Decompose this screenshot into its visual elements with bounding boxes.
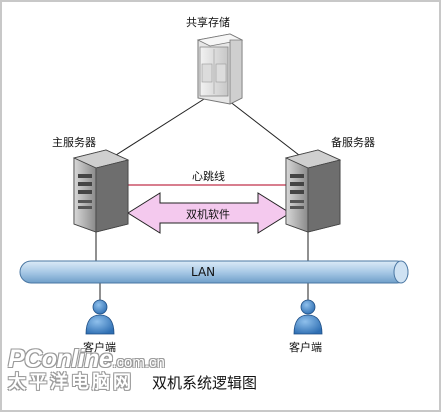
client-left-label: 客户端 [83,341,116,354]
storage-label: 共享存储 [186,16,230,29]
backup-server-label: 备服务器 [331,136,375,149]
client-right-label: 客户端 [289,341,322,354]
client-right-user-icon [293,299,323,335]
primary-server-label: 主服务器 [52,136,96,149]
lan-bus [19,260,409,284]
backup-server-icon [284,149,342,233]
software-label: 双机软件 [186,208,230,221]
watermark-chinese: 太平洋电脑网 [8,372,134,393]
storage-to-primary-link [104,93,213,163]
client-left-user-icon [85,299,115,335]
watermark: PConline.com.cn 太平洋电脑网 [8,346,165,394]
watermark-brand-line: PConline.com.cn [8,346,165,372]
storage-to-backup-link [219,93,309,163]
primary-server-icon [72,149,130,233]
watermark-domain: .com.cn [112,354,165,371]
diagram-caption: 双机系统逻辑图 [152,374,258,392]
storage-tower-icon [196,33,244,105]
lan-label: LAN [191,265,216,279]
heartbeat-label: 心跳线 [192,170,225,183]
watermark-brand: PConline [8,345,113,373]
